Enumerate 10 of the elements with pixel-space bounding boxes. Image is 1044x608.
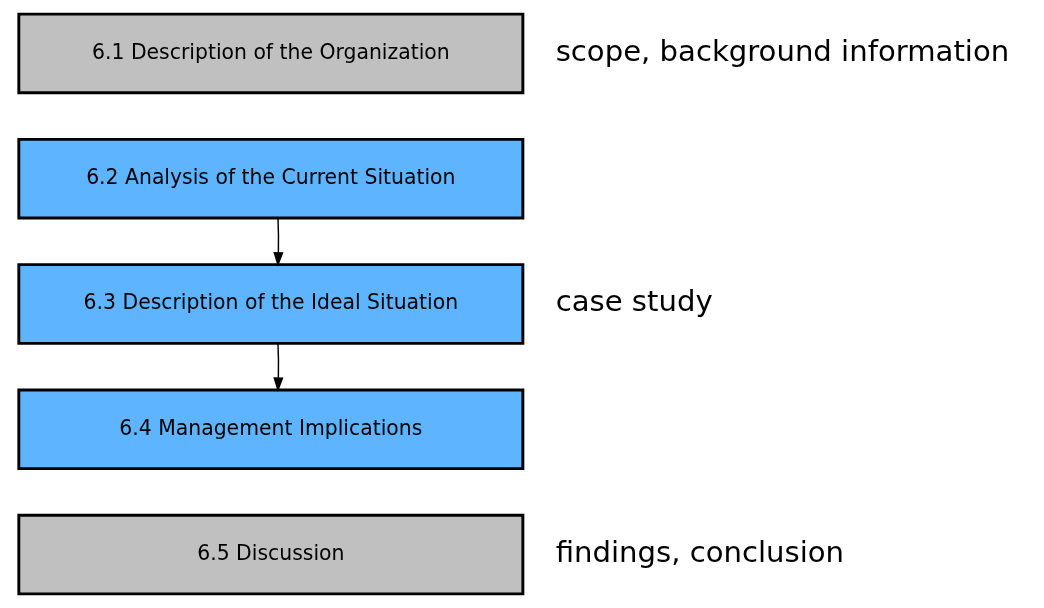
arrow bbox=[272, 342, 283, 392]
label: case study bbox=[555, 284, 713, 319]
node-label: findings, conclusion bbox=[555, 534, 844, 569]
arrow bbox=[272, 217, 283, 267]
node-box: 6.3 Description of the Ideal Situation bbox=[16, 263, 524, 345]
node-box: 6.1 Description of the Organization bbox=[16, 12, 524, 95]
node-box: 6.5 Discussion bbox=[16, 513, 524, 596]
node-box: 6.2 Analysis of the Current Situation bbox=[16, 137, 524, 220]
node-label: scope, background information bbox=[555, 33, 1009, 68]
node-box: 6.4 Management Implications bbox=[16, 388, 524, 471]
